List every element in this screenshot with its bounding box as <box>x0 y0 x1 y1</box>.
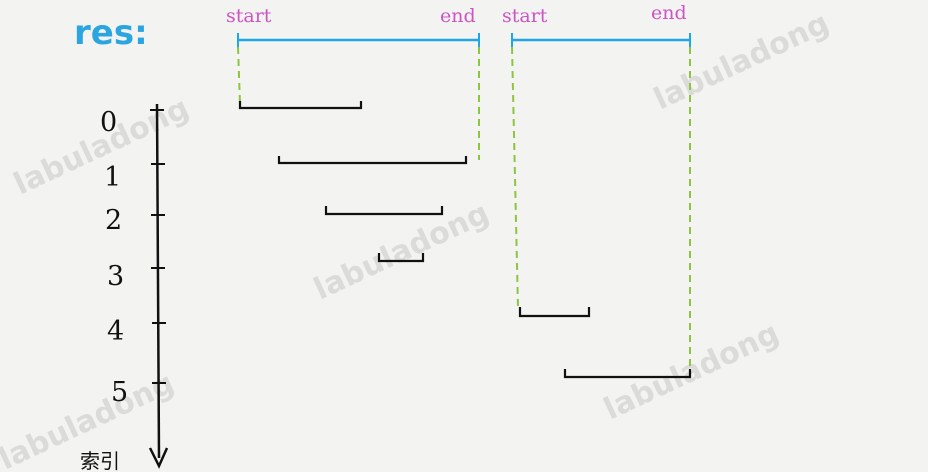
intervals <box>238 101 692 379</box>
end-label: end <box>440 5 476 27</box>
res-label: res: <box>74 13 148 53</box>
interval-5 <box>563 369 692 379</box>
start-label: start <box>226 5 272 27</box>
index-label: 4 <box>107 316 124 347</box>
index-label: 2 <box>105 205 122 236</box>
end-label: end <box>651 2 687 24</box>
index-axis: 0 1 2 3 4 5 索引 <box>80 103 169 472</box>
index-label: 0 <box>100 107 117 138</box>
watermark: labuladong <box>309 196 495 308</box>
index-label: 3 <box>107 261 124 292</box>
interval-0 <box>238 101 363 110</box>
interval-1 <box>277 156 468 165</box>
axis-arrow-icon <box>148 447 169 469</box>
start-dashed-guide <box>237 46 241 105</box>
index-label: 5 <box>111 377 128 408</box>
interval-3 <box>377 253 425 263</box>
axis-label: 索引 <box>80 449 120 472</box>
interval-4 <box>518 307 591 318</box>
merged-interval-1: start end <box>226 5 480 160</box>
index-label: 1 <box>104 162 121 193</box>
start-label: start <box>502 5 548 27</box>
watermark: labuladong <box>599 316 785 428</box>
interval-2 <box>324 206 444 216</box>
start-dashed-guide <box>511 46 519 309</box>
merged-interval-2: start end <box>502 2 691 370</box>
